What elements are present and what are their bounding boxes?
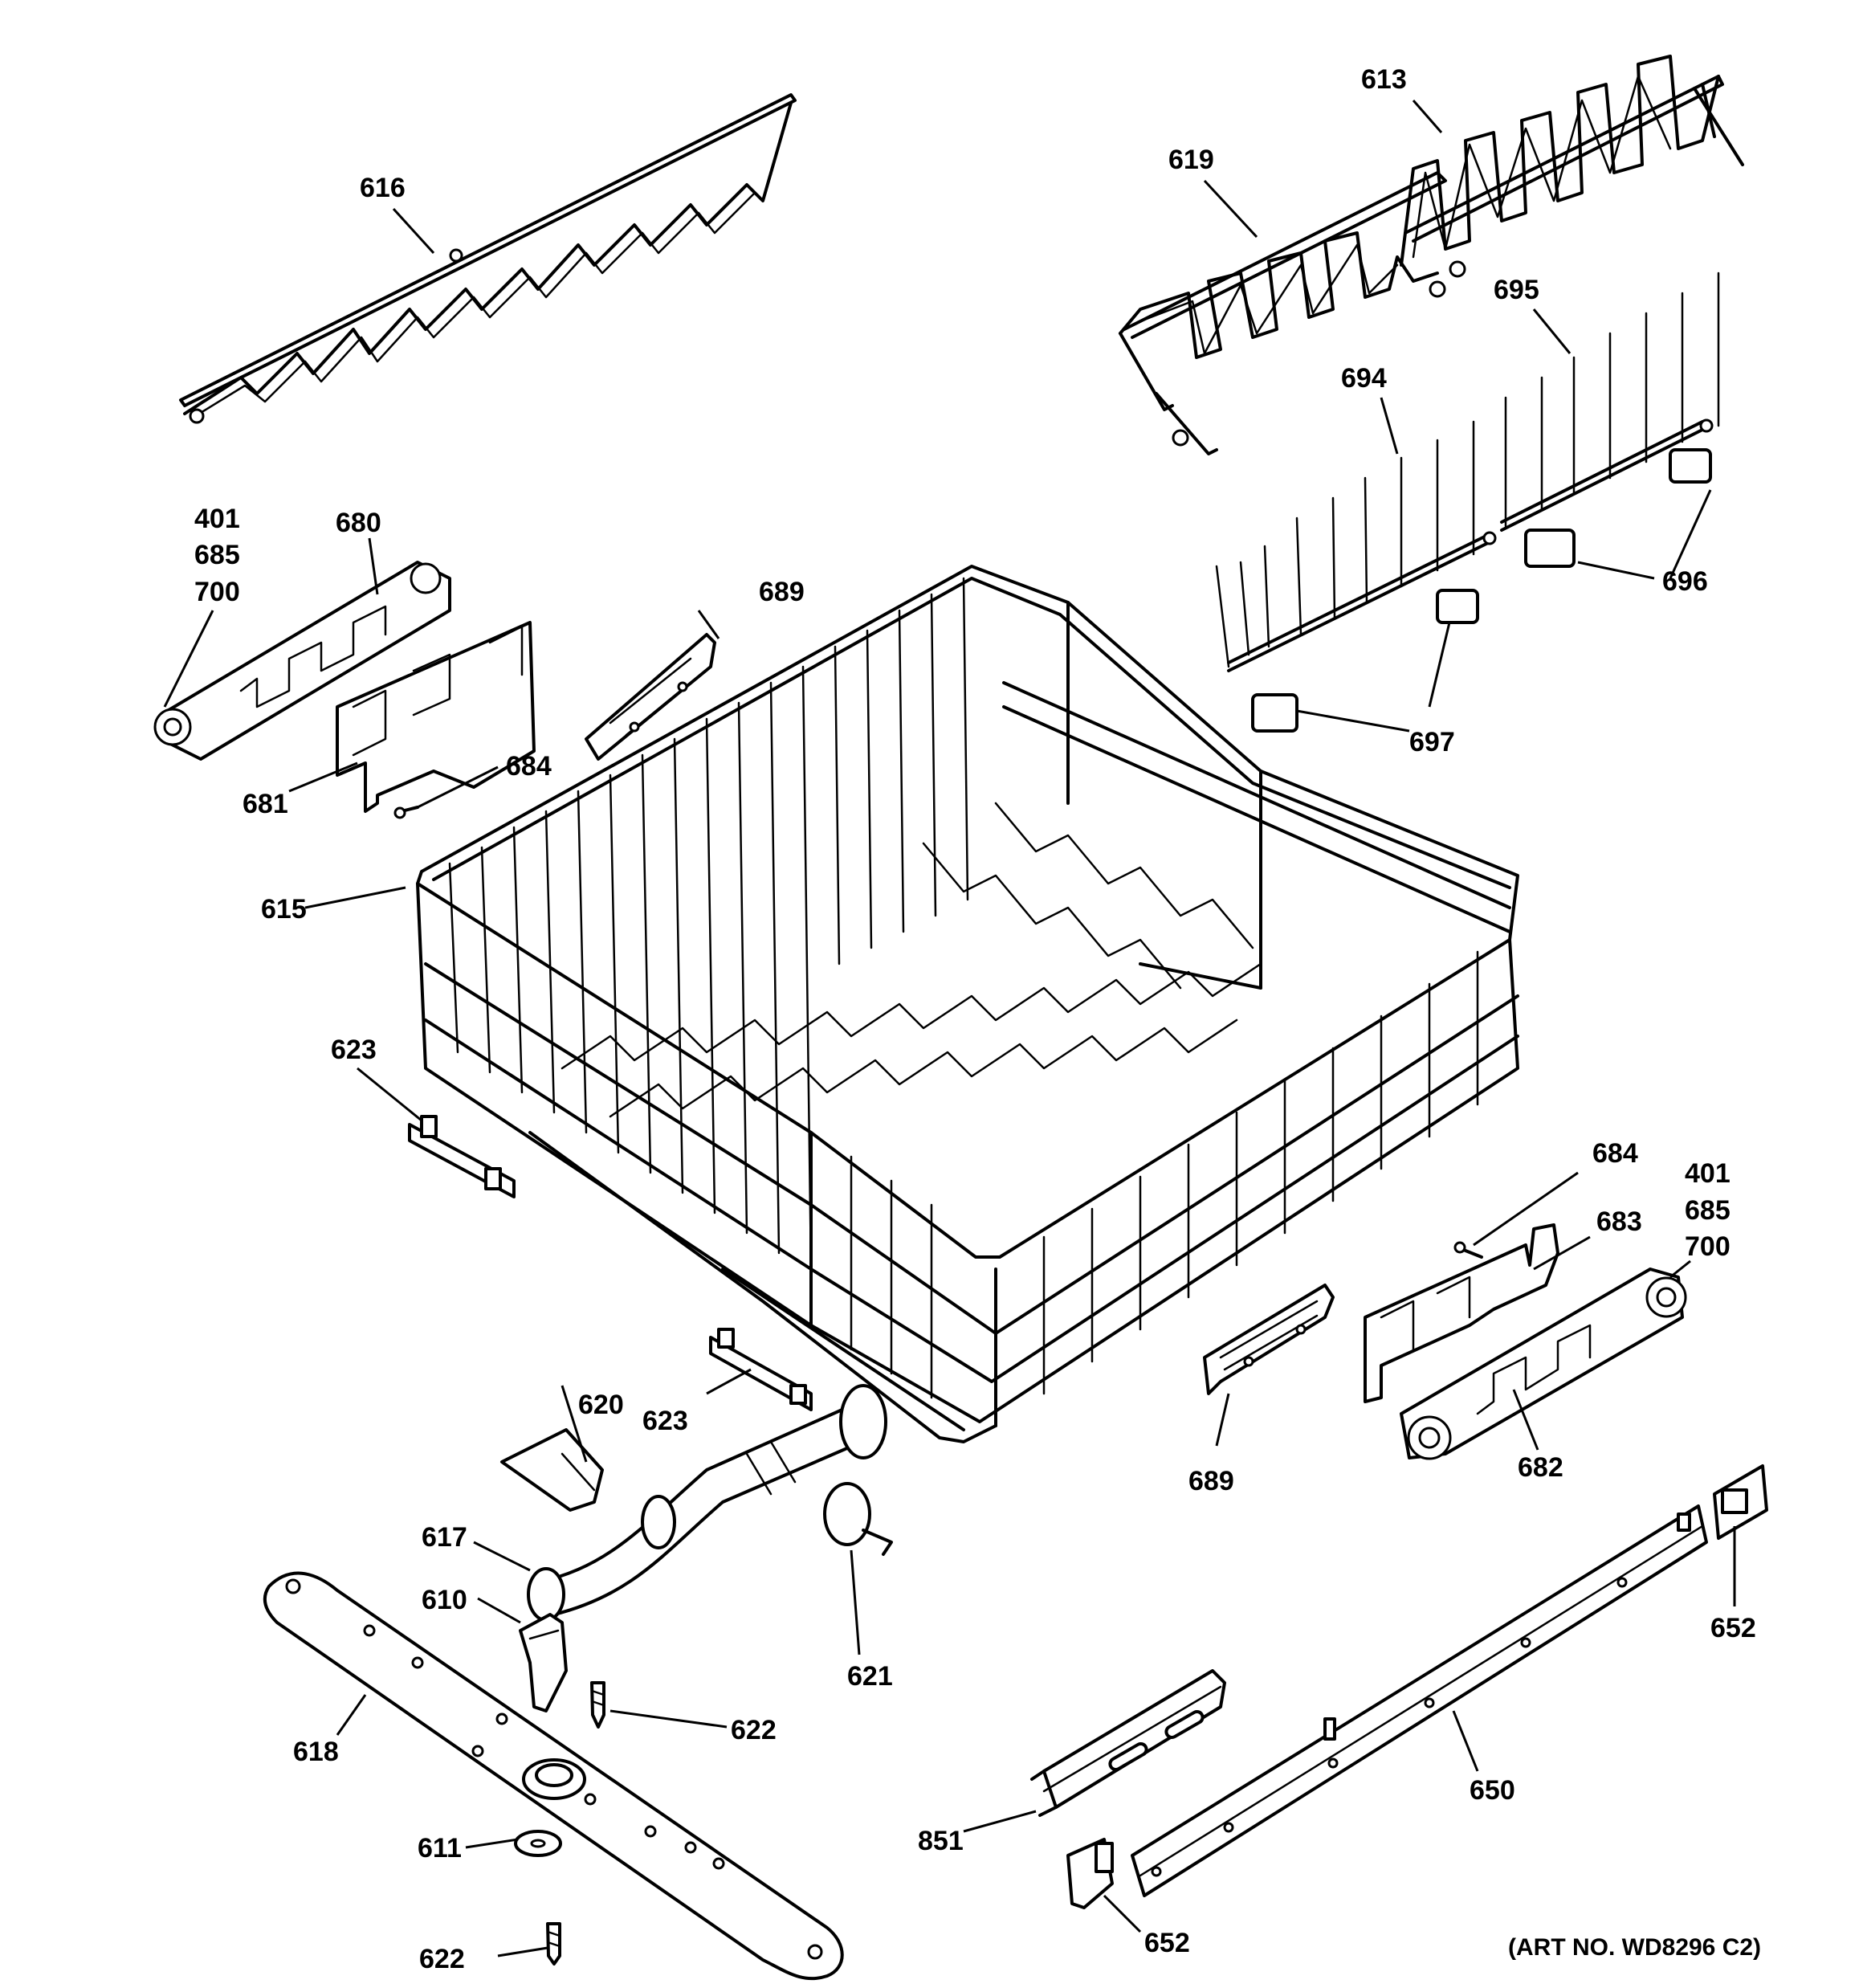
feed-tube-617 xyxy=(527,1384,887,1622)
label-685-left: 685 xyxy=(194,540,240,570)
label-696: 696 xyxy=(1662,566,1708,597)
label-695: 695 xyxy=(1494,275,1539,305)
washer-611 xyxy=(514,1830,562,1857)
screw-684-left xyxy=(393,806,419,819)
part-labels: 616 613 619 695 694 696 697 401 685 700 … xyxy=(194,64,1761,1974)
label-623-lower: 623 xyxy=(642,1406,688,1436)
label-652-right: 652 xyxy=(1710,1613,1756,1643)
rail-end-cap-652-left xyxy=(1066,1838,1114,1909)
rail-stop-623-lower xyxy=(709,1328,813,1411)
mount-bracket-683 xyxy=(1364,1223,1559,1403)
screw-684-right xyxy=(1453,1241,1483,1259)
label-401-right: 401 xyxy=(1685,1158,1731,1189)
label-650: 650 xyxy=(1470,1775,1515,1806)
label-680: 680 xyxy=(336,508,381,538)
slide-rail-650 xyxy=(1131,1504,1708,1897)
label-685-right: 685 xyxy=(1685,1195,1731,1226)
label-610: 610 xyxy=(422,1585,467,1615)
rail-bracket-680 xyxy=(153,561,451,761)
label-684-left: 684 xyxy=(506,751,552,782)
label-697: 697 xyxy=(1409,727,1455,757)
spray-arm-mount-610 xyxy=(519,1613,568,1712)
clip-697 xyxy=(1251,589,1479,733)
cup-shelf-619 xyxy=(1119,171,1466,455)
spray-arm-618 xyxy=(263,1571,844,1981)
label-401-left: 401 xyxy=(194,504,240,534)
handle-689-bottom xyxy=(1203,1284,1335,1395)
upper-rack-615 xyxy=(416,565,1519,1443)
clip-696 xyxy=(1524,448,1712,568)
art-number: (ART NO. WD8296 C2) xyxy=(1508,1934,1761,1961)
label-622-upper: 622 xyxy=(731,1715,777,1745)
tine-row-695 xyxy=(1500,271,1720,532)
label-613: 613 xyxy=(1361,64,1407,95)
label-619: 619 xyxy=(1168,145,1214,175)
label-681: 681 xyxy=(243,789,288,819)
leader-lines xyxy=(163,100,1736,1957)
clip-620 xyxy=(500,1428,604,1512)
label-700-left: 700 xyxy=(194,577,240,607)
label-851: 851 xyxy=(918,1826,964,1856)
label-700-right: 700 xyxy=(1685,1231,1731,1262)
screw-622-lower xyxy=(546,1922,561,1966)
rail-bracket-682 xyxy=(1400,1268,1687,1460)
label-615: 615 xyxy=(261,894,307,925)
label-694: 694 xyxy=(1341,363,1387,394)
hose-clamp-621 xyxy=(823,1482,893,1556)
label-611: 611 xyxy=(418,1833,462,1863)
rail-stop-851 xyxy=(1030,1669,1226,1817)
label-621: 621 xyxy=(847,1661,893,1692)
rail-stop-623-left xyxy=(408,1115,516,1198)
label-689-top: 689 xyxy=(759,577,805,607)
label-617: 617 xyxy=(422,1522,467,1553)
tine-row-694 xyxy=(1215,420,1497,672)
label-684-right: 684 xyxy=(1592,1138,1638,1169)
label-652-left: 652 xyxy=(1144,1928,1190,1958)
rail-end-cap-652-right xyxy=(1713,1464,1768,1540)
label-620: 620 xyxy=(578,1390,624,1420)
label-682: 682 xyxy=(1518,1452,1563,1483)
tine-row-616 xyxy=(179,93,797,424)
label-683: 683 xyxy=(1596,1206,1642,1237)
handle-689-top xyxy=(585,633,716,761)
label-623-left: 623 xyxy=(331,1035,377,1065)
label-616: 616 xyxy=(360,173,406,203)
cup-shelf-613 xyxy=(1400,55,1744,267)
label-689-bottom: 689 xyxy=(1188,1466,1234,1496)
screw-622-upper xyxy=(590,1681,605,1729)
label-618: 618 xyxy=(293,1737,339,1767)
mount-bracket-681 xyxy=(336,621,536,813)
label-622-lower: 622 xyxy=(419,1944,465,1974)
